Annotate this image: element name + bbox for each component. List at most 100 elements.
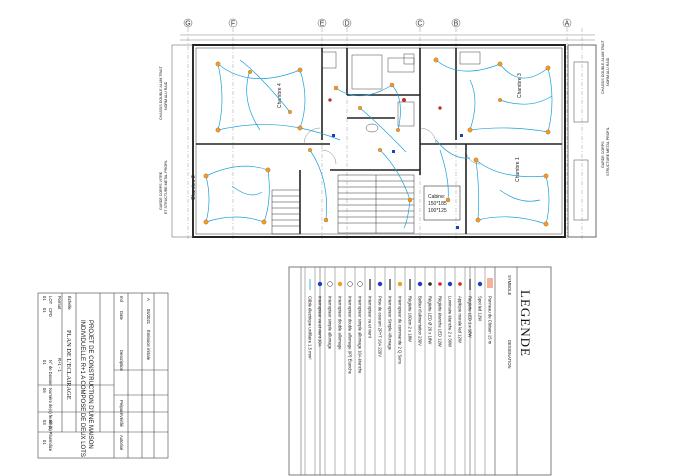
tb-dossier-label: N° de Dossier bbox=[48, 360, 53, 386]
tb-plan-value: 03 bbox=[42, 420, 47, 425]
cabine-label: Cabine: bbox=[428, 194, 445, 200]
legend-item-11: Interrupteur Simple Allumage bbox=[388, 296, 393, 351]
legend-symbol-6 bbox=[438, 282, 442, 286]
room-label-chambre-4: Chambre 4 bbox=[277, 83, 283, 108]
axis-label-c: C bbox=[417, 21, 422, 28]
legend-item-5: Luminaire étanche 2 x 36W bbox=[448, 296, 453, 347]
legend-symbol-7 bbox=[428, 282, 432, 286]
axis-label-d: D bbox=[344, 21, 349, 28]
wiring-circuits bbox=[205, 59, 553, 229]
left-note-2: NORM ALU RAID bbox=[164, 81, 168, 110]
tb-echelle-label: Échelle bbox=[67, 296, 72, 310]
legend-item-9: Réglette 160cm 2 x 18W bbox=[408, 296, 413, 342]
room-label-chambre-3: Chambre 3 bbox=[517, 73, 523, 98]
tb-cpd-value: 01 bbox=[42, 308, 47, 313]
legend-symbol-2 bbox=[477, 281, 483, 287]
top-dimension-line bbox=[180, 34, 595, 41]
tb-indice-value: 01 bbox=[42, 440, 47, 445]
legend-item-2: Spot led 12W bbox=[478, 296, 483, 321]
legend-item-17: Interrupteur simple allumage bbox=[328, 296, 333, 350]
legend-symbol-4 bbox=[458, 282, 462, 286]
legend-symbol-1 bbox=[487, 278, 493, 288]
legend-item-15: Interrupteur double allumage (IP) Étanch… bbox=[348, 296, 353, 375]
tb-header-desc: Description bbox=[119, 350, 124, 372]
legend-symbol-12 bbox=[377, 281, 383, 287]
legend-items: Panneau de Cloison 15 m Spot led 12W Régle… bbox=[308, 278, 493, 375]
legend-symbol-10 bbox=[397, 281, 403, 287]
doors bbox=[303, 127, 481, 165]
legend-item-12: Prise de courant 2P+T 16A 220V bbox=[378, 296, 383, 357]
axis-label-e: E bbox=[320, 21, 325, 28]
tb-dossier-value: 01 bbox=[42, 360, 47, 365]
legend-col-designation: DESIGNATION bbox=[507, 340, 512, 369]
cabine-dim-1: 150*185 bbox=[428, 201, 447, 207]
legend-panel bbox=[288, 266, 552, 476]
legend-symbol-5 bbox=[447, 281, 453, 287]
tb-cpd-label: CPD bbox=[48, 308, 53, 317]
axis-bubbles bbox=[183, 18, 572, 28]
cabine-dim-2: 100*125 bbox=[428, 208, 447, 214]
tb-header-by: Préparé bbox=[119, 400, 124, 416]
staircase bbox=[337, 174, 415, 234]
legend-item-3: Réglette LED 1 x 18W bbox=[468, 296, 473, 337]
legend-symbol-8 bbox=[417, 281, 423, 287]
tb-row-ind: A bbox=[146, 298, 151, 301]
tb-level: R+1 - 1 bbox=[57, 358, 62, 373]
legend-item-7: Réglette LED Ø 20 x 18W bbox=[428, 296, 433, 344]
light-fixtures bbox=[203, 57, 551, 227]
right-note-3: GARDE CORPS bbox=[601, 141, 605, 168]
right-note-2: NORM ALU RAID bbox=[606, 57, 610, 86]
tb-row-desc: Émission initiale bbox=[146, 330, 151, 361]
tb-lot-label: LOT bbox=[48, 296, 53, 305]
legend-item-14: Interrupteur simple allumage 10A étanche bbox=[358, 296, 363, 374]
tb-sheet-title: PLAN DE L'ECLAIRAGE bbox=[65, 330, 72, 400]
sockets bbox=[332, 134, 463, 229]
legend-item-16: Interrupteur double allumage bbox=[338, 296, 343, 350]
title-block bbox=[37, 292, 169, 459]
right-note-4: STRUCTURE METAL PROFIL bbox=[606, 127, 610, 176]
legend-col-symbole: SYMBOLE bbox=[507, 275, 512, 295]
tb-project-line-1: PROJET DE CONSTRUCTION D'UNE MAISON bbox=[87, 320, 93, 449]
axis-label-b: B bbox=[454, 21, 459, 28]
left-note-3: GARDE CORPS VITRE bbox=[159, 171, 163, 210]
legend-item-19: Câble électrique unifilaire 1.5 mm² bbox=[308, 296, 313, 360]
legend-symbol-18 bbox=[317, 281, 323, 287]
left-note-1: CHASSIS DOUBLE ALUM TRAIT bbox=[159, 66, 163, 120]
left-note-4: ET STRUCTURE METAL PROFIL bbox=[164, 160, 168, 214]
legend-item-1: Panneau de Cloison 15 m bbox=[488, 296, 493, 345]
tb-row-date: 05/2021 bbox=[146, 309, 151, 325]
legend-symbol-17 bbox=[327, 281, 333, 287]
legend-symbol-15 bbox=[347, 281, 353, 287]
tb-header-check: Vérifié bbox=[119, 415, 124, 428]
tb-header-ind: Ind bbox=[119, 296, 124, 302]
tb-format-label: Format bbox=[57, 296, 62, 310]
legend-item-18: Interrupteur va et vient 10A bbox=[318, 296, 323, 347]
legend-symbol-14 bbox=[357, 281, 363, 287]
floor-plan: Cabine: 150*185 100*125 Chambre 4 Chambr… bbox=[159, 40, 610, 238]
legend-item-8: Boîtier d'alimentation 230V bbox=[418, 296, 423, 346]
staircase-left bbox=[271, 189, 301, 235]
tb-indice-label: Indice bbox=[48, 440, 53, 452]
axis-label-f: F bbox=[231, 21, 235, 28]
tb-project-line-2: INDIVIDUELLE R+1 A COMPOSE DE DEUX LOTS bbox=[79, 320, 85, 457]
tb-plan-label: N° du Plan bbox=[48, 420, 53, 441]
legend-symbol-16 bbox=[337, 281, 343, 287]
legend-item-13: Interrupteur va et vient bbox=[368, 296, 373, 339]
switches bbox=[328, 98, 442, 110]
right-note-1: CHASSIS DOUBLE ALUM TRAIT bbox=[601, 40, 605, 94]
axis-label-g: G bbox=[185, 21, 190, 28]
bathroom-fixtures bbox=[321, 51, 481, 133]
tb-folio-label: Numéro de(s) feuille(s) bbox=[48, 388, 53, 431]
legend-item-4: Applique murale led 12W bbox=[458, 296, 463, 343]
tb-header-approve: Autorisé bbox=[119, 435, 124, 451]
tb-lot-value: 01 bbox=[42, 296, 47, 301]
legend-title: LEGENDE bbox=[518, 290, 533, 357]
cabine-box bbox=[423, 185, 461, 221]
tb-folio-value: 06 bbox=[42, 388, 47, 393]
tb-header-date: Date bbox=[119, 311, 124, 321]
legend-item-10: Interrupteur de commande 2 Q Sens bbox=[398, 296, 403, 364]
room-label-chambre-1: Chambre 1 bbox=[515, 157, 521, 182]
room-label-chambre-2: Chambre 2 bbox=[191, 175, 197, 200]
legend-item-6: Réglette étanche LED 12W bbox=[438, 296, 443, 347]
